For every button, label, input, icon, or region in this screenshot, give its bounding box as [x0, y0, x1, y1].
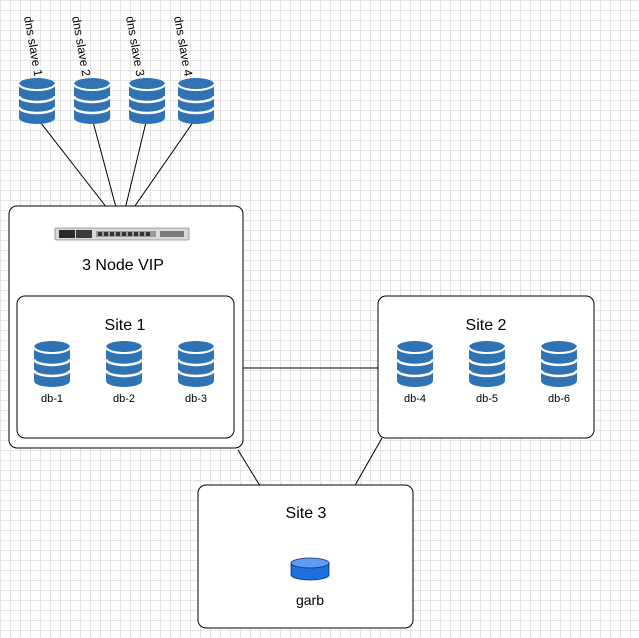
garb-database-icon — [290, 557, 330, 581]
db-label: db-6 — [548, 393, 570, 405]
database-icon — [72, 76, 112, 126]
database-icon — [17, 76, 57, 126]
dns-slave-label: dns slave 4 — [171, 15, 195, 78]
database-icon — [395, 339, 435, 389]
dns-slave-2: dns slave 2 — [69, 15, 112, 126]
db-label: db-1 — [41, 393, 63, 405]
db-label: db-4 — [404, 393, 426, 405]
dns-slave-1: dns slave 1 — [17, 15, 57, 126]
dns-slave-label: dns slave 3 — [123, 15, 147, 78]
database-icon — [127, 76, 167, 126]
site-3-box[interactable] — [197, 484, 414, 629]
site-3-label: Site 3 — [286, 505, 327, 522]
vip-label: 3 Node VIP — [82, 257, 164, 274]
database-icon — [104, 339, 144, 389]
database-icon — [539, 339, 579, 389]
database-icon — [176, 76, 216, 126]
load-balancer-icon — [54, 227, 190, 241]
database-icon — [176, 339, 216, 389]
db-label: db-3 — [185, 393, 207, 405]
site-2: Site 2 db-4 db-5 db-6 — [377, 295, 595, 439]
db-label: db-5 — [476, 393, 498, 405]
dns-slave-4: dns slave 4 — [171, 15, 216, 126]
site-3: Site 3 garb — [197, 484, 414, 629]
site-1: Site 1 db-1 db-2 db-3 — [16, 295, 235, 439]
site-2-label: Site 2 — [466, 317, 507, 334]
database-icon — [467, 339, 507, 389]
dns-slave-3: dns slave 3 — [123, 15, 167, 126]
dns-slave-label: dns slave 2 — [69, 15, 93, 78]
db-label: db-2 — [113, 393, 135, 405]
site-1-label: Site 1 — [105, 317, 146, 334]
database-icon — [32, 339, 72, 389]
garb-label: garb — [296, 592, 324, 608]
dns-slave-label: dns slave 1 — [21, 15, 45, 78]
